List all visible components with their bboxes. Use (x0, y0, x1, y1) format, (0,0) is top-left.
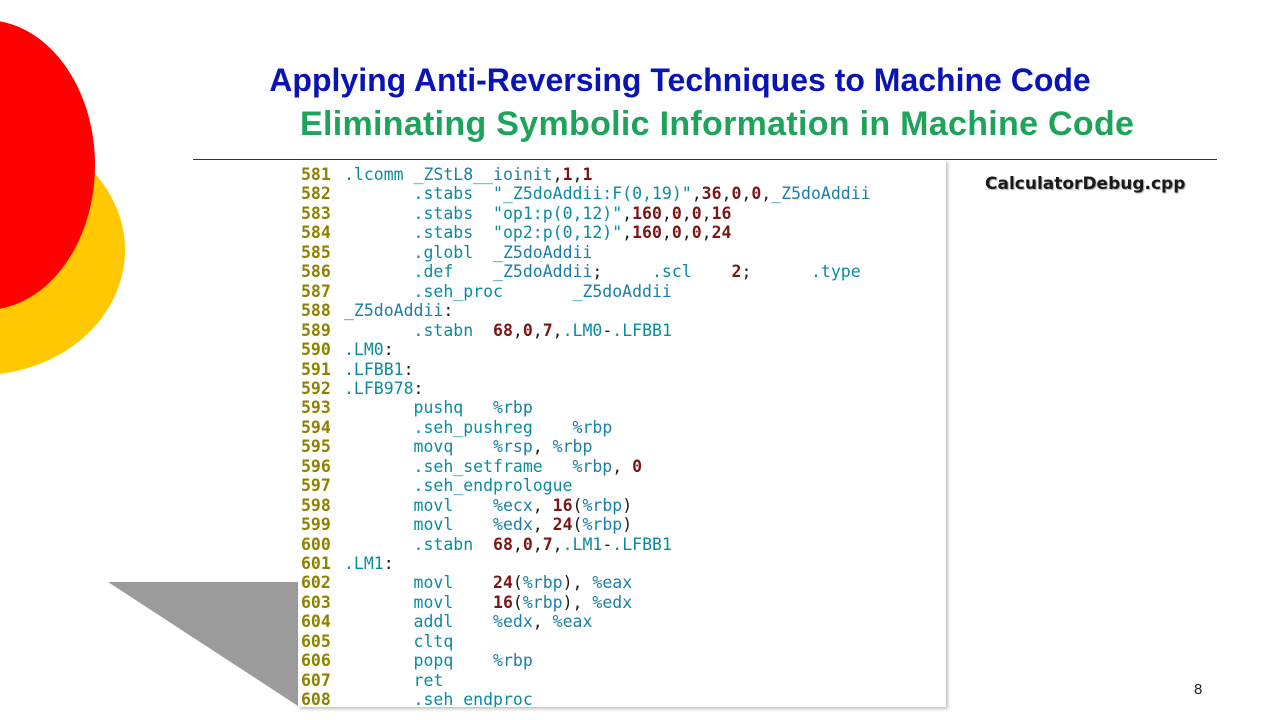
code-text: popq %rbp (413, 651, 533, 671)
code-text: .def _Z5doAddii; .scl 2; .type (413, 262, 861, 282)
code-text: .stabs "_Z5doAddii:F(0,19)",36,0,0,_Z5do… (413, 184, 871, 204)
line-number: 608 (301, 690, 331, 707)
line-number: 599 (301, 515, 331, 535)
line-number: 581 (301, 165, 331, 184)
code-text: .seh_proc _Z5doAddii (413, 281, 672, 301)
code-text: .seh_endprologue (413, 476, 573, 496)
code-text: ret (413, 670, 444, 690)
line-number: 602 (301, 573, 331, 593)
code-text: _Z5doAddii: (344, 301, 454, 321)
code-listing: 581 .lcomm _ZStL8__ioinit,1,1 582 .stabs "… (298, 160, 946, 707)
code-text: .seh_pushreg %rbp (413, 417, 613, 437)
line-number: 595 (301, 437, 331, 457)
gray-shadow-shape (108, 582, 298, 706)
code-text: .stabs "op1:p(0,12)",160,0,0,16 (413, 203, 732, 223)
code-text: .seh_endproc (413, 690, 533, 707)
line-number: 601 (301, 554, 331, 573)
line-number: 607 (301, 670, 331, 690)
line-number: 589 (301, 320, 331, 340)
red-circle-shape (0, 21, 95, 309)
line-number: 590 (301, 340, 331, 360)
title-divider (193, 159, 1217, 160)
filename-label: CalculatorDebug.cpp (985, 174, 1186, 194)
code-text: .lcomm _ZStL8__ioinit,1,1 (344, 165, 593, 184)
code-text: .LM0: (344, 340, 394, 360)
code-text: addl %edx, %eax (413, 612, 593, 632)
code-text: .stabs "op2:p(0,12)",160,0,0,24 (413, 223, 732, 243)
code-text: movq %rsp, %rbp (413, 437, 593, 457)
slide-subtitle: Eliminating Symbolic Information in Mach… (300, 105, 1135, 143)
line-number: 605 (301, 631, 331, 651)
line-number: 585 (301, 242, 331, 262)
line-number: 586 (301, 262, 331, 282)
code-text: .LFB978: (344, 378, 424, 398)
code-text: .LM1: (344, 554, 394, 573)
page-number: 8 (1194, 681, 1203, 698)
line-number: 596 (301, 456, 331, 476)
line-number: 603 (301, 592, 331, 612)
line-number: 582 (301, 184, 331, 204)
code-text: movl 24(%rbp), %eax (413, 573, 633, 593)
code-text: .stabn 68,0,7,.LM1-.LFBB1 (413, 534, 672, 554)
line-number: 594 (301, 417, 331, 437)
line-number: 598 (301, 495, 331, 515)
code-text: movl %ecx, 16(%rbp) (413, 495, 633, 515)
code-text: .stabn 68,0,7,.LM0-.LFBB1 (413, 320, 672, 340)
line-number: 600 (301, 534, 331, 554)
line-number: 592 (301, 378, 331, 398)
code-text: pushq %rbp (413, 398, 533, 418)
code-text: cltq (413, 631, 454, 651)
decorative-shapes (0, 21, 298, 706)
line-number: 591 (301, 359, 331, 379)
line-number: 606 (301, 651, 331, 671)
code-text: .globl _Z5doAddii (413, 242, 593, 262)
slide-title: Applying Anti-Reversing Techniques to Ma… (269, 62, 1091, 98)
code-text: .seh_setframe %rbp, 0 (413, 456, 643, 476)
line-number: 604 (301, 612, 331, 632)
line-number: 593 (301, 398, 331, 418)
line-number: 583 (301, 203, 331, 223)
code-text: movl 16(%rbp), %edx (413, 592, 633, 612)
code-text: .LFBB1: (344, 359, 414, 379)
line-number: 588 (301, 301, 331, 321)
line-number: 587 (301, 281, 331, 301)
line-number: 597 (301, 476, 331, 496)
line-number: 584 (301, 223, 331, 243)
code-text: movl %edx, 24(%rbp) (413, 515, 633, 535)
